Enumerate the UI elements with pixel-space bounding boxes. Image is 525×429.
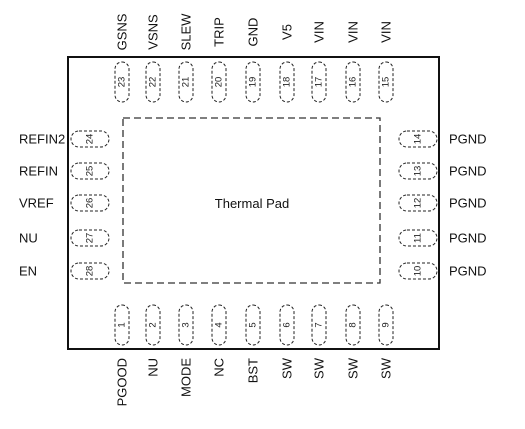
pin-pad [145,304,161,346]
pin-pad [378,304,394,346]
pin-number: 22 [148,77,159,88]
pin-number: 18 [282,77,293,88]
pin-number: 25 [85,166,96,177]
thermal-pad [122,117,381,284]
pin-number: 12 [413,198,424,209]
pin-pad [279,61,295,103]
pin-number: 1 [117,322,128,327]
pin-number: 20 [214,77,225,88]
pin-name: SW [379,357,394,379]
pin-number: 26 [85,198,96,209]
pin-number: 4 [214,322,225,327]
pin-number: 19 [248,77,259,88]
pin-name: BST [246,358,261,383]
pin-name: VIN [379,21,394,43]
pin-number: 24 [85,134,96,145]
pin-pad [70,130,110,148]
pin-name: SW [312,357,327,379]
pin-number: 6 [282,322,293,327]
pin-name: PGND [449,264,487,279]
pin-number: 28 [85,266,96,277]
pin-number: 9 [381,322,392,327]
pin-pad [398,194,438,212]
pin-name: MODE [179,358,194,397]
pin-pad [245,304,261,346]
pin-pad [378,61,394,103]
pin-name: VIN [346,21,361,43]
pin-pad [398,162,438,180]
pin-name: PGOOD [115,358,130,406]
pin-name: VSNS [146,14,161,50]
pin-number: 14 [413,134,424,145]
pin-pad [70,262,110,280]
pin-number: 23 [117,77,128,88]
pin-name: PGND [449,132,487,147]
pin-name: V5 [280,24,295,40]
pin-pad [279,304,295,346]
pin-pad [345,304,361,346]
pin-pad [345,61,361,103]
pin-pad [398,229,438,247]
pin-pad [70,162,110,180]
pin-number: 2 [148,322,159,327]
pin-name: SW [346,357,361,379]
pin-pad [311,304,327,346]
pin-pad [145,61,161,103]
pin-name: VREF [19,196,54,211]
pin-pad [398,130,438,148]
thermal-pad-label: Thermal Pad [215,196,289,211]
pin-pad [70,194,110,212]
pin-name: REFIN [19,164,58,179]
pin-pad [211,61,227,103]
pin-name: NC [212,358,227,377]
pin-name: GSNS [115,13,130,50]
pin-pad [114,304,130,346]
pin-name: EN [19,264,37,279]
pin-name: PGND [449,164,487,179]
pin-name: SLEW [179,13,194,51]
pin-name: PGND [449,231,487,246]
pin-name: VIN [312,21,327,43]
pin-number: 15 [381,77,392,88]
pin-number: 7 [314,322,325,327]
pin-number: 13 [413,166,424,177]
pin-pad [178,61,194,103]
pin-name: NU [19,231,38,246]
pin-pad [398,262,438,280]
pin-pad [245,61,261,103]
pin-name: PGND [449,196,487,211]
pin-name: NU [146,358,161,377]
pin-pad [178,304,194,346]
pin-number: 3 [181,322,192,327]
pin-number: 16 [348,77,359,88]
package-body [67,56,440,350]
pin-pad [311,61,327,103]
pin-name: REFIN2 [19,132,65,147]
pin-number: 5 [248,322,259,327]
pin-number: 10 [413,266,424,277]
pins-layer: 23GSNS22VSNS21SLEW20TRIP19GND18V517VIN16… [19,13,487,407]
pin-number: 21 [181,77,192,88]
pin-number: 17 [314,77,325,88]
pin-pad [211,304,227,346]
pin-number: 27 [85,233,96,244]
pin-number: 8 [348,322,359,327]
pin-name: SW [280,357,295,379]
pin-pad [70,229,110,247]
pin-name: GND [246,18,261,47]
pin-pad [114,61,130,103]
pin-number: 11 [413,233,424,243]
pin-name: TRIP [212,17,227,47]
